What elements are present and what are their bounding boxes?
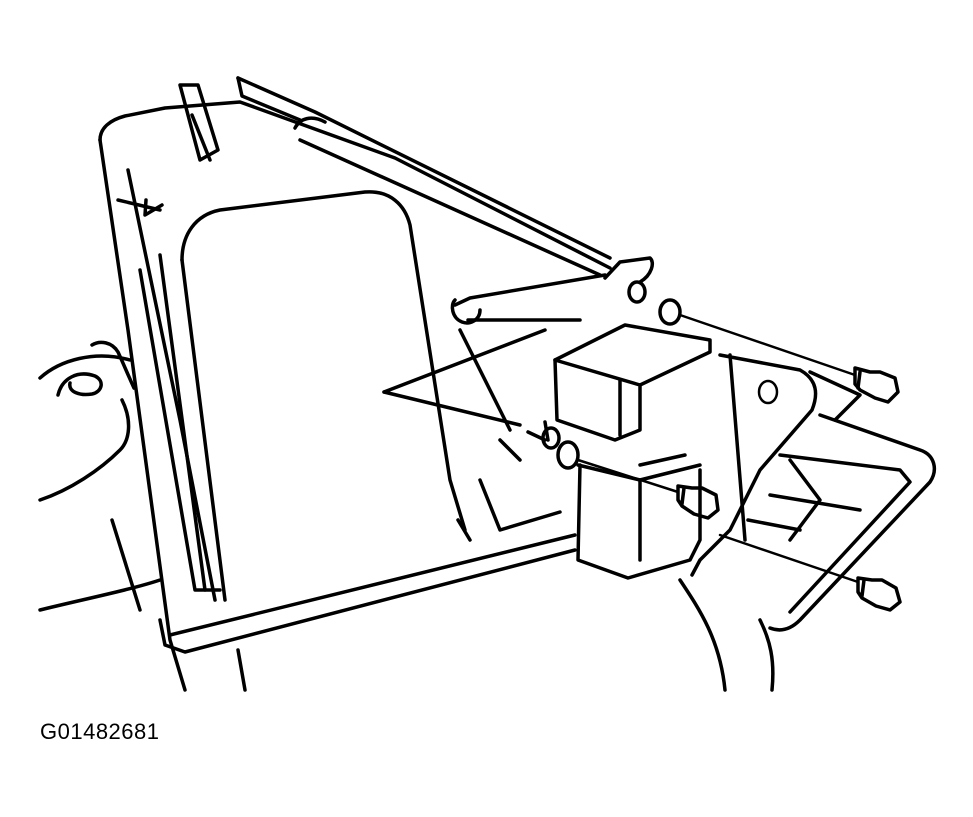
- figure-id-label: G01482681: [40, 719, 160, 744]
- main-housing: [98, 100, 612, 692]
- right-bracket-frame: [678, 353, 937, 692]
- center-panel: [178, 83, 467, 602]
- fastener-middle: [541, 426, 720, 520]
- upper-brace-rod: [236, 76, 612, 277]
- linkage-lines: [382, 256, 654, 462]
- lower-frame-rail: [158, 478, 577, 654]
- left-background-structure: [38, 340, 162, 612]
- fastener-top-right: [627, 280, 900, 404]
- fastener-bottom-right: [718, 533, 902, 612]
